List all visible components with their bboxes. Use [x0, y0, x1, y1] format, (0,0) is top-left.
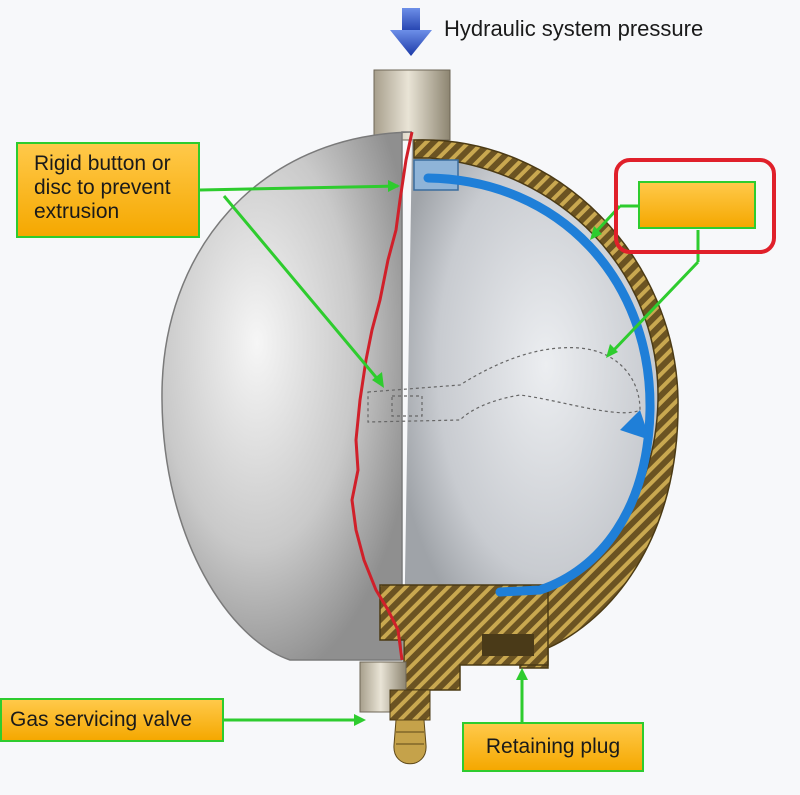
rigid-button-label: Rigid button or disc to prevent extrusio… — [16, 142, 200, 238]
sphere-shell — [161, 131, 413, 661]
hydraulic-port — [373, 69, 451, 141]
down-arrow-icon — [390, 8, 432, 56]
sphere-interior — [404, 140, 663, 640]
gas-servicing-valve-label: Gas servicing valve — [0, 698, 224, 742]
bladder — [423, 173, 655, 597]
cut-edge — [350, 131, 414, 661]
pressure-title: Hydraulic system pressure — [444, 16, 704, 41]
plug-recess — [482, 634, 534, 656]
gas-valve-body — [389, 689, 431, 721]
blank-label-box — [638, 181, 756, 229]
retaining-plug-label: Retaining plug — [462, 722, 644, 772]
highlighted-callout-frame — [614, 158, 776, 254]
collapsed-bladder-outline — [367, 347, 641, 423]
gas-valve-tip — [393, 719, 427, 765]
retaining-plug — [379, 584, 549, 691]
